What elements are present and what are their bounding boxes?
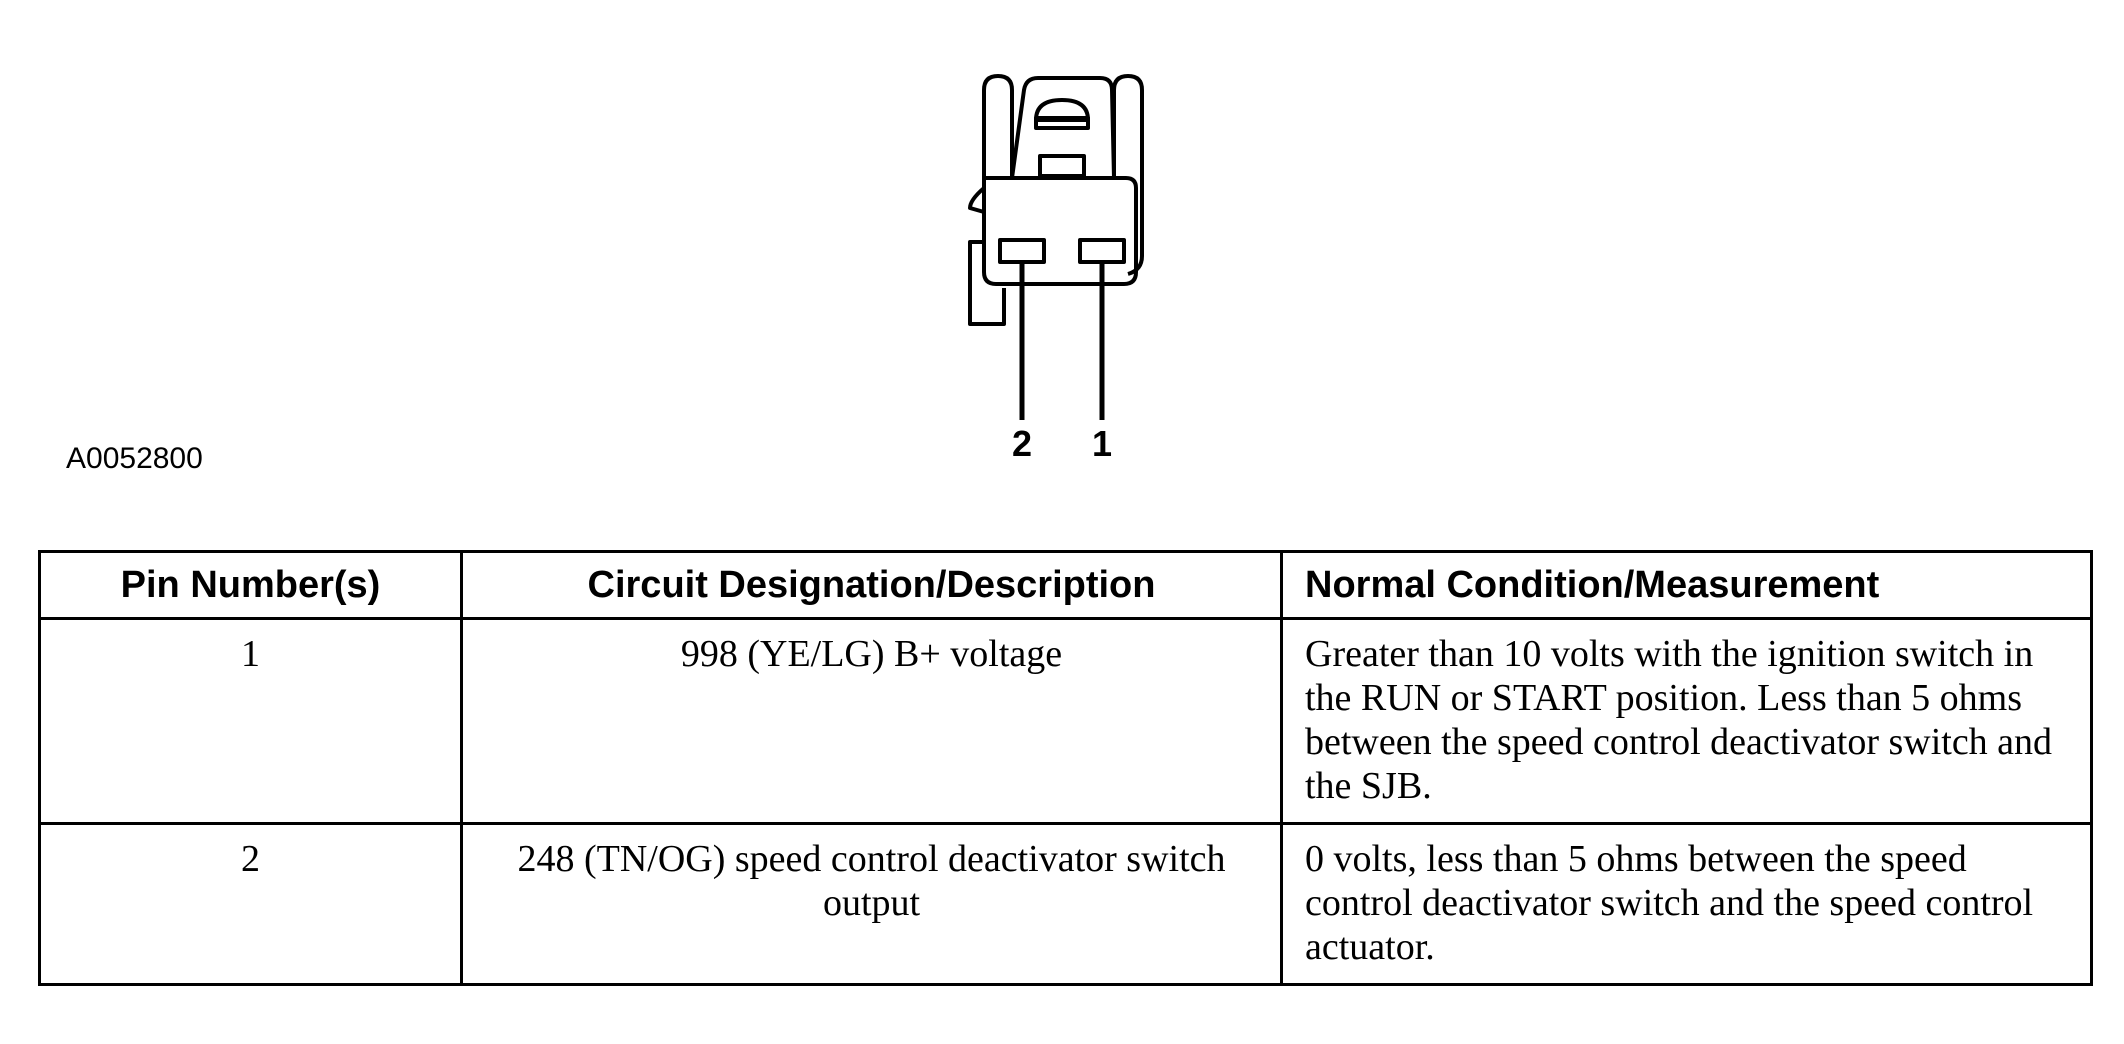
right-latch-arm <box>1112 74 1144 276</box>
pin-1-cavity <box>1078 238 1126 264</box>
pin-label-2: 2 <box>1012 423 1032 464</box>
lock-tab-dome <box>1034 98 1090 122</box>
cell-circuit: 248 (TN/OG) speed control deactivator sw… <box>460 822 1283 986</box>
header-circuit: Circuit Designation/Description <box>460 550 1283 620</box>
cell-pin: 2 <box>38 822 463 986</box>
latch-slot <box>1038 154 1086 178</box>
cell-circuit: 998 (YE/LG) B+ voltage <box>460 617 1283 825</box>
header-pin-number: Pin Number(s) <box>38 550 463 620</box>
cell-condition: Greater than 10 volts with the ignition … <box>1280 617 2093 825</box>
pin-2-cavity <box>998 238 1046 264</box>
connector-diagram: 2 1 <box>968 74 1144 464</box>
figure-id: A0052800 <box>66 442 203 475</box>
lock-tab <box>1010 76 1116 179</box>
table-row: 1 998 (YE/LG) B+ voltage Greater than 10… <box>38 617 2093 825</box>
cell-condition: 0 volts, less than 5 ohms between the sp… <box>1280 822 2093 986</box>
pin-table: Pin Number(s) Circuit Designation/Descri… <box>38 550 2093 986</box>
header-condition: Normal Condition/Measurement <box>1280 550 2093 620</box>
table-row: 2 248 (TN/OG) speed control deactivator … <box>38 822 2093 986</box>
left-latch-arm <box>982 74 1014 178</box>
pin-label-1: 1 <box>1092 423 1112 464</box>
table-header-row: Pin Number(s) Circuit Designation/Descri… <box>38 550 2093 620</box>
left-side-tab <box>968 186 986 214</box>
left-lower-flange <box>968 240 1006 326</box>
connector-body <box>982 176 1138 286</box>
lock-tab-window <box>1034 116 1090 130</box>
cell-pin: 1 <box>38 617 463 825</box>
